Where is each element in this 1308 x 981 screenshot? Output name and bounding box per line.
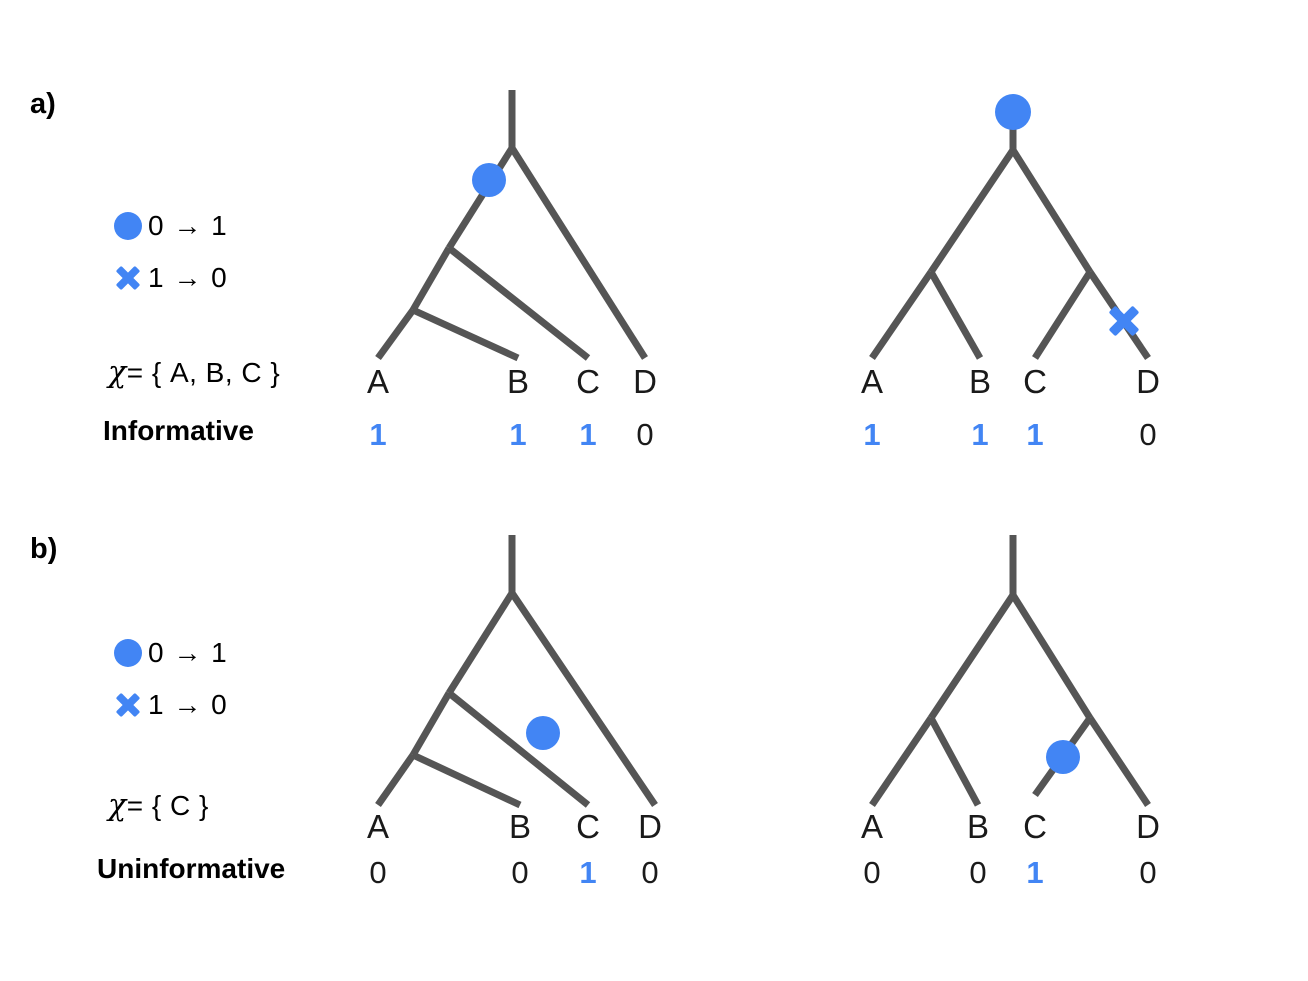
leaf-label-D: D xyxy=(1136,363,1160,400)
legend-gain-label: 0 → 1 xyxy=(148,210,228,241)
branch-to-D xyxy=(509,146,648,360)
branch-apex-to-node2 xyxy=(446,146,515,250)
leaf-label-D: D xyxy=(1136,808,1160,845)
leaf-label-A: A xyxy=(366,363,390,400)
leaf-label-B: B xyxy=(506,363,530,400)
panel-b-character-set: χ= { C } xyxy=(108,788,209,823)
leaf-label-A: A xyxy=(860,363,884,400)
branch-to-A xyxy=(869,270,934,360)
state-value-A: 0 xyxy=(863,855,881,890)
branch-to-C xyxy=(446,690,591,808)
branch-to-A xyxy=(375,307,416,361)
leaf-label-C: C xyxy=(576,363,600,400)
branch-to-B xyxy=(927,716,982,807)
state-value-C: 1 xyxy=(579,855,597,890)
state-value-A: 1 xyxy=(369,417,387,452)
leaf-label-B: B xyxy=(968,363,992,400)
blue-cross-icon xyxy=(108,689,148,721)
leaf-label-B: B xyxy=(508,808,532,845)
panel-a-character-set: χ= { A, B, C } xyxy=(108,355,280,390)
branch-apex-to-CD xyxy=(1010,593,1093,720)
branch-node2-to-node3 xyxy=(409,691,453,757)
blue-circle-icon xyxy=(108,210,148,242)
panel-a-verdict: Informative xyxy=(103,415,254,446)
state-value-B: 0 xyxy=(969,855,987,890)
leaf-label-D: D xyxy=(638,808,662,845)
blue-circle-icon xyxy=(108,637,148,669)
leaf-label-C: C xyxy=(576,808,600,845)
state-value-C: 1 xyxy=(579,417,597,452)
blue-cross-icon xyxy=(1109,306,1139,336)
leaf-label-D: D xyxy=(633,363,657,400)
legend-row-gain: 0 → 1 xyxy=(108,208,228,244)
chi-symbol: χ xyxy=(108,788,127,823)
blue-circle-icon xyxy=(1046,740,1080,774)
state-value-D: 0 xyxy=(1139,855,1157,890)
legend-loss-label: 1 → 0 xyxy=(148,262,228,293)
legend-loss-label: 1 → 0 xyxy=(148,689,228,720)
branch-to-B xyxy=(927,270,984,360)
panel-b-letter: b) xyxy=(30,533,58,565)
branch-apex-to-CD xyxy=(1010,148,1093,274)
branch-to-A xyxy=(375,752,416,808)
blue-circle-icon xyxy=(995,94,1031,130)
branch-to-D xyxy=(509,591,658,807)
branch-to-B xyxy=(411,306,520,362)
branch-to-B xyxy=(411,751,522,809)
state-value-B: 0 xyxy=(511,855,529,890)
panel-b-verdict: Uninformative xyxy=(97,853,286,884)
state-value-A: 1 xyxy=(863,417,881,452)
chi-set-text: = { C } xyxy=(126,790,209,821)
blue-circle-icon xyxy=(472,163,506,197)
chi-symbol: χ xyxy=(108,355,127,390)
state-value-B: 1 xyxy=(509,417,527,452)
panel-a-letter: a) xyxy=(30,88,56,120)
state-value-D: 0 xyxy=(1139,417,1157,452)
state-value-A: 0 xyxy=(369,855,387,890)
chi-set-text: = { A, B, C } xyxy=(126,357,281,388)
branch-node2-to-node3 xyxy=(409,246,453,312)
legend-gain-label: 0 → 1 xyxy=(148,637,228,668)
leaf-label-C: C xyxy=(1023,808,1047,845)
state-value-D: 0 xyxy=(636,417,654,452)
leaf-label-B: B xyxy=(966,808,990,845)
branch-apex-to-AB xyxy=(928,593,1016,720)
branch-apex-to-AB xyxy=(928,148,1016,274)
blue-cross-icon xyxy=(108,262,148,294)
state-value-D: 0 xyxy=(641,855,659,890)
legend-row-loss: 1 → 0 xyxy=(108,260,228,296)
branch-to-D xyxy=(1087,716,1151,807)
state-value-B: 1 xyxy=(971,417,989,452)
leaf-label-A: A xyxy=(366,808,390,845)
branch-to-C xyxy=(1032,270,1093,360)
leaf-label-C: C xyxy=(1023,363,1047,400)
legend-row-loss: 1 → 0 xyxy=(108,687,228,723)
state-value-C: 1 xyxy=(1026,855,1044,890)
leaf-label-A: A xyxy=(860,808,884,845)
branch-to-C xyxy=(446,245,591,361)
blue-circle-icon xyxy=(526,716,560,750)
state-value-C: 1 xyxy=(1026,417,1044,452)
branch-apex-to-node2 xyxy=(446,591,515,695)
branch-to-A xyxy=(869,716,934,807)
legend-row-gain: 0 → 1 xyxy=(108,635,228,671)
